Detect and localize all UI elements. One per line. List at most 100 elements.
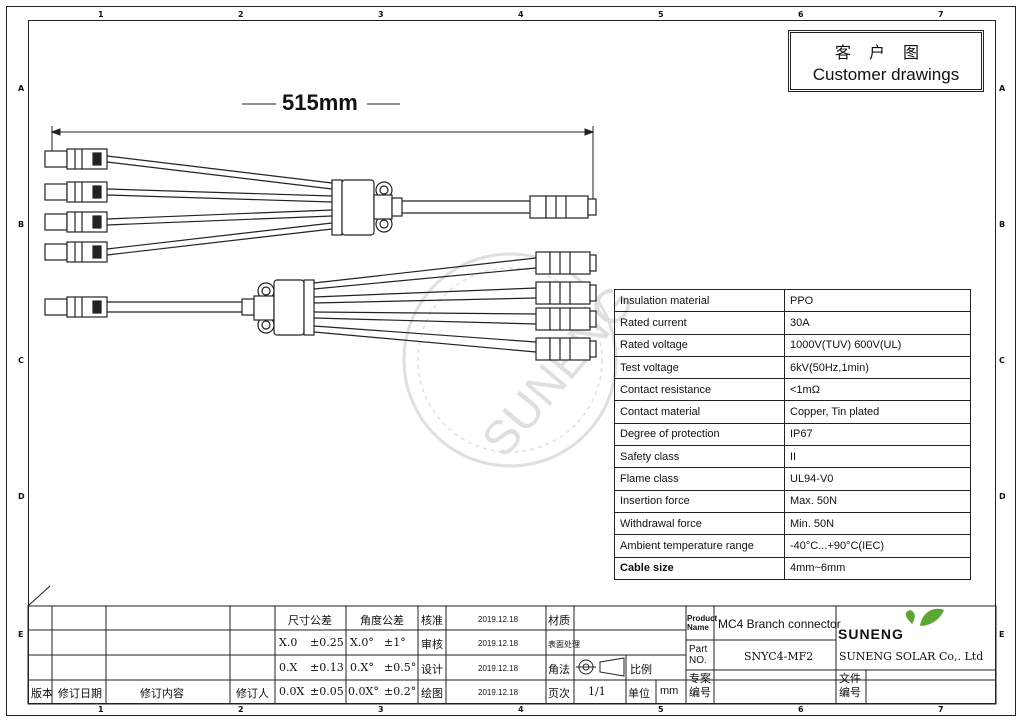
zone-col-3-bottom: 3 <box>378 705 384 714</box>
upper-branch-assembly <box>44 148 597 263</box>
company-name: SUNENG SOLAR Co,. Ltd <box>839 650 984 663</box>
lower-right-connector-3 <box>535 307 597 331</box>
approval-role: 绘图 <box>421 687 443 700</box>
spec-row: Contact resistance<1mΩ <box>614 378 971 402</box>
page-label: 页次 <box>548 687 570 700</box>
spec-label: Contact resistance <box>614 378 785 402</box>
tolerance-angle: 0.X° <box>350 661 374 674</box>
product-name-label: Product Name <box>687 614 718 632</box>
spec-label: Ambient temperature range <box>614 534 785 558</box>
lower-right-connector-1 <box>535 251 597 275</box>
revision-date-header: 修订日期 <box>58 687 102 700</box>
customer-drawings-title-box: 客户图 Customer drawings <box>788 30 984 92</box>
spec-value: II <box>784 445 971 469</box>
zone-col-1-bottom: 1 <box>98 705 104 714</box>
spec-label: Contact material <box>614 400 785 424</box>
approval-date: 2019.12.18 <box>478 688 519 697</box>
zone-col-5: 5 <box>658 10 664 19</box>
spec-label: Cable size <box>614 556 785 580</box>
zone-col-2: 2 <box>238 10 244 19</box>
dimension-length-label: 515mm <box>282 90 358 115</box>
spec-value: <1mΩ <box>784 378 971 402</box>
dimension-tolerance-header: 尺寸公差 <box>288 614 332 627</box>
drawing-outer-frame <box>6 6 1016 716</box>
spec-value: Max. 50N <box>784 489 971 513</box>
lower-right-connector-4 <box>535 337 597 361</box>
spec-label: Rated current <box>614 311 785 335</box>
spec-value: Min. 50N <box>784 511 971 536</box>
document-number-label: 文件编号 <box>839 672 861 699</box>
spec-label: Flame class <box>614 467 785 491</box>
approval-role: 审核 <box>421 638 443 651</box>
spec-value: 6kV(50Hz,1min) <box>784 355 971 380</box>
spec-value: 30A <box>784 311 971 335</box>
projection-symbol-icon <box>576 657 625 677</box>
spec-value: Copper, Tin plated <box>784 400 971 424</box>
lower-splitter-body <box>241 279 315 336</box>
scale-label: 比例 <box>630 663 652 676</box>
tolerance-angle: 0.0X° <box>348 685 379 698</box>
title-block-grid <box>27 605 997 705</box>
upper-left-connector-2 <box>44 181 108 203</box>
upper-left-connector-4 <box>44 241 108 263</box>
zone-col-4-bottom: 4 <box>518 705 524 714</box>
zone-row-e: E <box>18 630 24 639</box>
tolerance-angle-value: ±1° <box>384 636 406 649</box>
spec-label: Test voltage <box>614 355 785 380</box>
zone-col-6: 6 <box>798 10 804 19</box>
upper-splitter-body <box>331 179 403 236</box>
approval-date: 2019.12.18 <box>478 639 519 648</box>
zone-row-d-right: D <box>999 492 1006 501</box>
zone-col-1: 1 <box>98 10 104 19</box>
material-label: 材质 <box>548 614 570 627</box>
spec-value: UL94-V0 <box>784 467 971 491</box>
revision-content-header: 修订内容 <box>140 687 184 700</box>
part-number-label: Part NO. <box>689 644 708 666</box>
title-english: Customer drawings <box>812 65 960 84</box>
tolerance-angle-value: ±0.5° <box>384 661 417 674</box>
spec-value: 4mm~6mm <box>784 556 971 580</box>
lower-cables <box>313 257 537 353</box>
spec-label: Degree of protection <box>614 422 785 447</box>
spec-value: IP67 <box>784 422 971 447</box>
spec-label: Insertion force <box>614 489 785 513</box>
suneng-leaf-logo <box>905 608 944 626</box>
product-name-value: MC4 Branch connector <box>718 617 841 631</box>
tolerance-dim-value: ±0.05 <box>310 685 344 698</box>
zone-row-a-right: A <box>999 84 1006 93</box>
revision-reviser-header: 修订人 <box>236 687 269 700</box>
zone-row-a: A <box>18 84 25 93</box>
spec-label: Insulation material <box>614 288 785 313</box>
tolerance-angle: X.0° <box>350 636 374 649</box>
spec-value: PPO <box>784 288 971 313</box>
zone-col-7-bottom: 7 <box>938 705 944 714</box>
zone-row-c-right: C <box>999 356 1005 365</box>
spec-value: -40°C...+90°C(IEC) <box>784 534 971 558</box>
zone-row-c: C <box>18 356 24 365</box>
spec-label: Rated voltage <box>614 333 785 357</box>
tolerance-dim: X.0 <box>279 636 298 649</box>
unit-label: 单位 <box>628 687 650 700</box>
upper-left-connector-1 <box>44 148 108 170</box>
upper-cables <box>106 155 333 256</box>
zone-row-d: D <box>18 492 25 501</box>
surface-treatment-label: 表面处理 <box>548 640 580 649</box>
spec-value: 1000V(TUV) 600V(UL) <box>784 333 971 357</box>
dimension-lines <box>50 103 595 200</box>
tolerance-dim-value: ±0.25 <box>310 636 344 649</box>
spec-row: Ambient temperature range-40°C...+90°C(I… <box>614 534 971 558</box>
lower-left-connector <box>44 296 108 318</box>
tolerance-angle-value: ±0.2° <box>384 685 417 698</box>
lower-branch-assembly <box>44 251 597 361</box>
approval-role: 核准 <box>421 614 443 627</box>
tolerance-dim-value: ±0.13 <box>310 661 344 674</box>
zone-row-e-right: E <box>999 630 1005 639</box>
tolerance-dim: 0.0X <box>279 685 305 698</box>
zone-col-4: 4 <box>518 10 524 19</box>
zone-col-7: 7 <box>938 10 944 19</box>
